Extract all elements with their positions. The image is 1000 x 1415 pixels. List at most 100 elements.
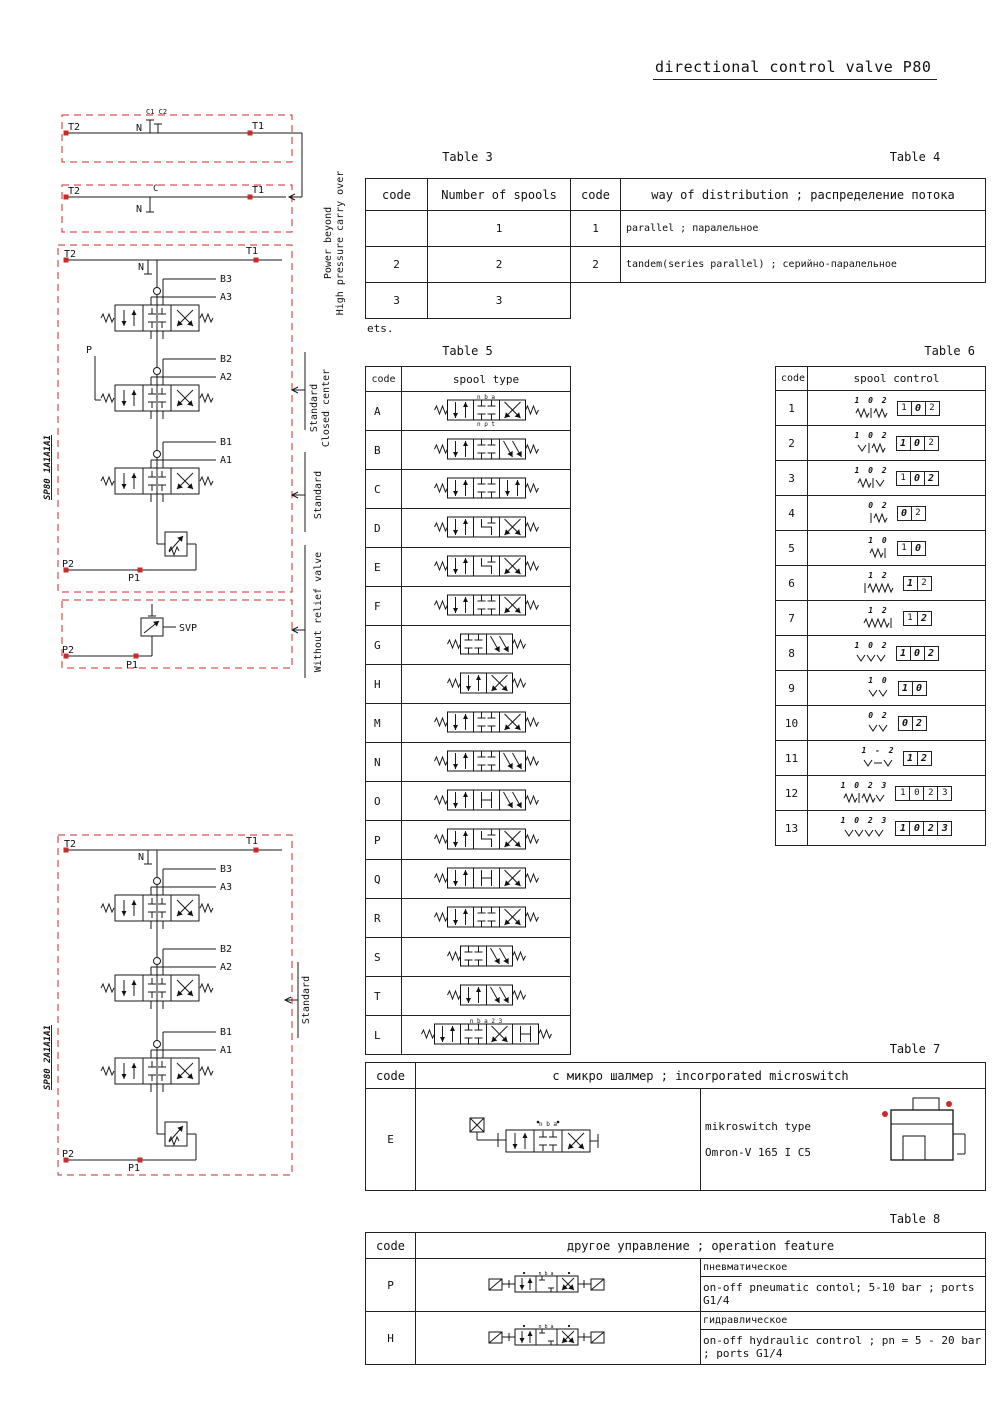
label-c: C xyxy=(153,184,158,194)
spool-symbol xyxy=(433,906,539,928)
control-symbol-block: 1 2 xyxy=(862,571,896,595)
spool-symbol-cell xyxy=(401,898,571,938)
spool-symbol xyxy=(433,711,539,733)
spool-symbol-cell xyxy=(401,664,571,704)
spool-symbol xyxy=(433,789,539,811)
spool-symbol-cell xyxy=(401,625,571,665)
microswitch-model-label: Omron-V 165 I C5 xyxy=(705,1145,811,1159)
spool-code-cell: F xyxy=(365,586,402,626)
table5-row: P xyxy=(365,820,571,860)
table8-symbol-cell: n b a xyxy=(415,1258,701,1312)
page-title: directional control valve P80 xyxy=(653,58,938,80)
port-label-b3: B3 xyxy=(220,864,232,875)
table5-row: D xyxy=(365,508,571,548)
table6-title: Table 6 xyxy=(924,344,975,358)
table5-row: R xyxy=(365,898,571,938)
microswitch-type-label: mikroswitch type xyxy=(705,1120,811,1134)
annotation-standard-mid-text: Standard xyxy=(313,471,324,519)
spool-symbol: n b an p t xyxy=(433,394,539,428)
position-box: 3 xyxy=(937,785,953,801)
port-label-b1: B1 xyxy=(220,1027,232,1038)
table5-row: M xyxy=(365,703,571,743)
control-positions-label: 1 2 xyxy=(868,571,889,580)
microswitch-drawing xyxy=(882,1097,966,1161)
table5-row: N xyxy=(365,742,571,782)
position-box: 1 xyxy=(895,435,911,451)
position-box: 0 xyxy=(909,470,925,486)
position-box: 2 xyxy=(923,470,939,486)
control-symbol-block: 0 2 xyxy=(867,711,891,735)
control-code-cell: 5 xyxy=(775,530,808,566)
table5-row: T xyxy=(365,976,571,1016)
position-box: 2 xyxy=(923,435,939,451)
table8-header-main: другое управление ; operation feature xyxy=(415,1232,986,1259)
control-code-cell: 9 xyxy=(775,670,808,706)
port-label-b3: B3 xyxy=(220,274,232,285)
position-box: 3 xyxy=(937,820,953,836)
hydraulic-control-symbol: n b a xyxy=(488,1324,605,1345)
symbol-port-labels: n b a xyxy=(538,1324,553,1330)
control-positions-label: 1 0 2 3 xyxy=(840,781,889,790)
label-n: N xyxy=(136,204,142,215)
table8-row: H n b a гидравлическое on-off hydraulic … xyxy=(365,1311,986,1365)
table5-row: O xyxy=(365,781,571,821)
table4-code-cell: 1 xyxy=(570,210,621,247)
pneumatic-control-symbol: n b a xyxy=(488,1271,605,1292)
table3-spools-cell: 1 xyxy=(427,210,571,247)
position-box: 1 xyxy=(896,400,912,416)
control-symbol-block: 1 2 xyxy=(862,606,896,630)
spool-symbol-cell xyxy=(401,430,571,470)
spool-symbol xyxy=(446,633,526,655)
position-box: 2 xyxy=(924,400,940,416)
control-positions-label: 1 0 2 3 xyxy=(840,816,889,825)
spool-symbol-cell xyxy=(401,781,571,821)
port-label-t2: T2 xyxy=(64,839,76,850)
port-label-t2: T2 xyxy=(64,249,76,260)
spool-code-cell: C xyxy=(365,469,402,509)
control-symbol-block: 1 0 2 3 xyxy=(841,816,889,840)
table4-way-cell: parallel ; паралельное xyxy=(620,210,986,247)
control-symbol xyxy=(868,724,887,732)
spool-code-cell: H xyxy=(365,664,402,704)
control-positions-label: 1 0 2 xyxy=(854,641,889,650)
table3-header-code: code xyxy=(365,178,428,211)
microswitch-valve-symbol: n b a xyxy=(469,1117,599,1153)
label-c1-c2: C1 C2 xyxy=(146,108,167,116)
control-symbol xyxy=(863,617,891,629)
position-box: 0 xyxy=(897,715,913,731)
feature-spec: on-off pneumatic contol; 5-10 bar ; port… xyxy=(703,1281,975,1307)
position-box: 1 xyxy=(895,645,911,661)
label-n: N xyxy=(138,852,144,863)
control-symbol xyxy=(857,442,885,454)
spool-symbol xyxy=(433,750,539,772)
valve-section xyxy=(100,297,214,339)
spool-symbol xyxy=(446,945,526,967)
spool-symbol xyxy=(433,555,539,577)
table3-spools-cell: 2 xyxy=(427,246,571,283)
table4-header-code: code xyxy=(570,178,621,211)
position-box: 1 xyxy=(895,785,911,801)
position-box: 2 xyxy=(916,750,932,766)
position-box: 0 xyxy=(911,680,927,696)
position-box: 1 xyxy=(902,575,918,591)
port-label-p1: P1 xyxy=(126,660,138,671)
spool-code-cell: S xyxy=(365,937,402,977)
spool-symbol-cell xyxy=(401,937,571,977)
table4: code way of distribution ; распределение… xyxy=(570,178,986,283)
control-positions-label: 1 0 xyxy=(868,536,889,545)
position-box: 2 xyxy=(916,575,932,591)
table7-header-main: с микро шалмер ; incorporated microswitc… xyxy=(415,1062,986,1089)
